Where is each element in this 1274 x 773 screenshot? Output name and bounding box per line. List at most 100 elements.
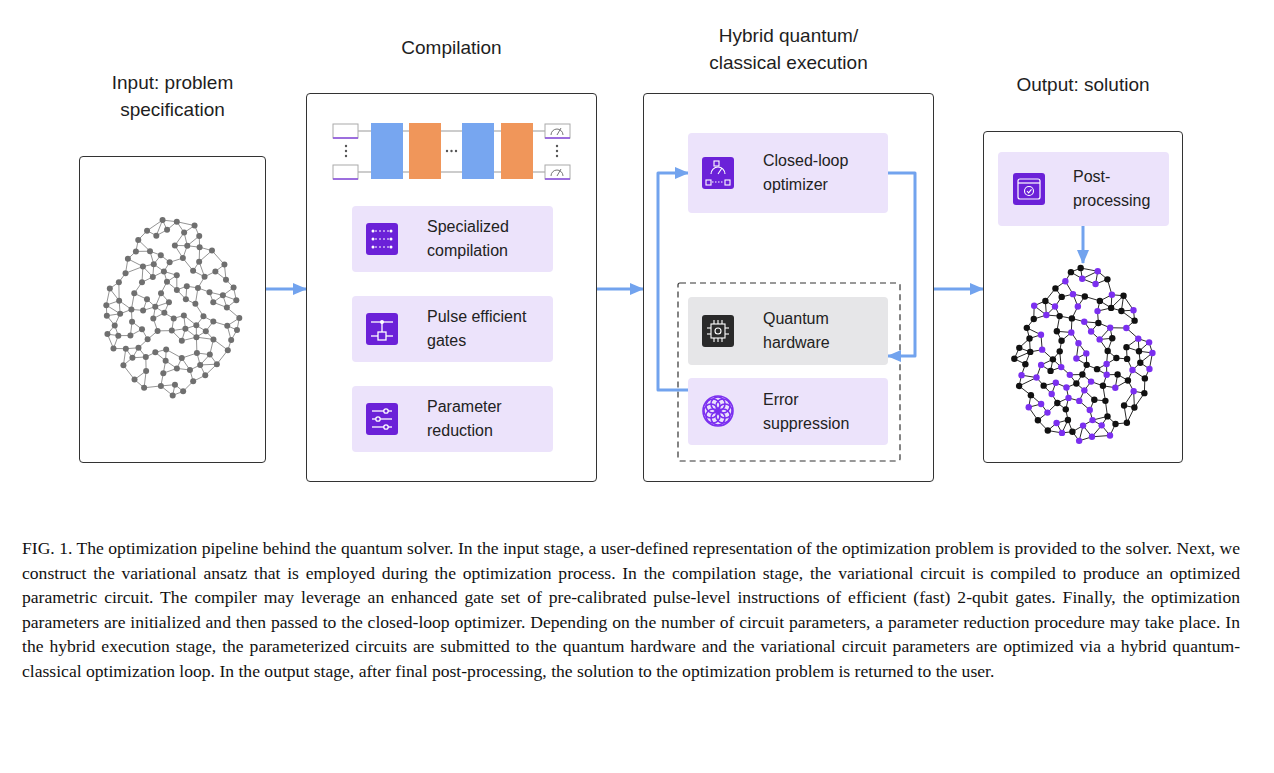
graph-vertex (151, 261, 157, 267)
graph-vertex (1131, 317, 1137, 323)
graph-vertex (115, 333, 121, 339)
graph-vertex (1054, 400, 1060, 406)
graph-vertex (1109, 335, 1115, 341)
graph-vertex (1022, 361, 1028, 367)
graph-vertex (181, 230, 187, 236)
graph-vertex (139, 279, 145, 285)
graph-vertex (1028, 392, 1034, 398)
graph-vertex (1075, 303, 1081, 309)
gate-icon (366, 313, 398, 345)
graph-vertex (182, 326, 188, 332)
graph-vertex (1063, 406, 1069, 412)
graph-vertex (117, 311, 123, 317)
graph-vertex (143, 368, 149, 374)
graph-vertex (1038, 332, 1044, 338)
graph-vertex (140, 264, 146, 270)
graph-vertex (200, 313, 206, 319)
graph-vertex (1098, 422, 1104, 428)
process-box: Parameter reduction (352, 386, 553, 452)
graph-vertex (193, 322, 199, 328)
graph-vertex (150, 274, 156, 280)
hardware-box: Quantum hardware (688, 297, 888, 365)
graph-vertex (144, 296, 150, 302)
graph-vertex (174, 287, 180, 293)
graph-vertex (1103, 361, 1109, 367)
optimizer-box: Closed-loop optimizer (688, 133, 888, 213)
graph-vertex (163, 358, 169, 364)
graph-vertex (123, 346, 129, 352)
graph-vertex (1095, 320, 1101, 326)
graph-vertex (1113, 355, 1119, 361)
graph-vertex (179, 355, 185, 361)
panel-heading: Input: problem specification (83, 69, 263, 123)
graph-vertex (1056, 313, 1062, 319)
graph-vertex (1105, 348, 1111, 354)
graph-vertex (1026, 335, 1032, 341)
figure-caption: FIG. 1. The optimization pipeline behind… (22, 536, 1240, 684)
graph-vertex (150, 316, 156, 322)
graph-vertex (1016, 383, 1022, 389)
graph-vertex (1016, 345, 1022, 351)
graph-vertex (1076, 438, 1082, 444)
graph-vertex (1121, 402, 1127, 408)
output-panel: Output: solutionPost-processing (983, 131, 1183, 463)
graph-vertex (160, 217, 166, 223)
graph-vertex (1083, 362, 1089, 368)
graph-vertex (184, 283, 190, 289)
hardware-icon (702, 315, 734, 347)
graph-vertex (1026, 404, 1032, 410)
graph-vertex (1146, 339, 1152, 345)
graph-vertex (209, 248, 215, 254)
graph-vertex (145, 336, 151, 342)
graph-vertex (1079, 275, 1085, 281)
graph-vertex (1112, 384, 1118, 390)
graph-vertex (214, 361, 220, 367)
graph-vertex (1063, 384, 1069, 390)
graph-vertex (1109, 292, 1115, 298)
graph-vertex (1054, 328, 1060, 334)
graph-vertex (141, 385, 147, 391)
graph-vertex (1067, 372, 1073, 378)
graph-vertex (1149, 350, 1155, 356)
graph-vertex (212, 268, 218, 274)
graph-vertex (221, 262, 227, 268)
graph-vertex (206, 289, 212, 295)
graph-vertex (158, 383, 164, 389)
graph-vertex (1087, 407, 1093, 413)
graph-vertex (1057, 348, 1063, 354)
graph-vertex (1031, 302, 1037, 308)
graph-vertex (1136, 348, 1142, 354)
graph-vertex (1011, 356, 1017, 362)
dashed-group (678, 283, 900, 461)
graph-vertex (129, 355, 135, 361)
graph-vertex (1097, 298, 1103, 304)
box-label: Pulse efficient gates (427, 305, 545, 353)
graph-vertex (116, 279, 122, 285)
graph-vertex (1082, 293, 1088, 299)
graph-vertex (202, 274, 208, 280)
graph-vertex (110, 345, 116, 351)
graph-vertex (202, 372, 208, 378)
graph-vertex (190, 378, 196, 384)
graph-vertex (104, 331, 110, 337)
graph-vertex (1130, 307, 1136, 313)
graph-vertex (197, 244, 203, 250)
graph-vertex (161, 268, 167, 274)
graph-vertex (1081, 387, 1087, 393)
graph-vertex (1079, 371, 1085, 377)
graph-vertex (225, 347, 231, 353)
slider-icon (366, 403, 398, 435)
graph-vertex (190, 268, 196, 274)
graph-vertex (158, 252, 164, 258)
graph-vertex (172, 382, 178, 388)
graph-vertex (1059, 294, 1065, 300)
graph-vertex (1123, 325, 1129, 331)
graph-vertex (160, 370, 166, 376)
graph-vertex (1065, 417, 1071, 423)
box-label: Parameter reduction (427, 395, 545, 443)
graph-vertex (1047, 368, 1053, 374)
graph-vertex (1108, 305, 1114, 311)
graph-vertex (158, 290, 164, 296)
graph-vertex (132, 377, 138, 383)
